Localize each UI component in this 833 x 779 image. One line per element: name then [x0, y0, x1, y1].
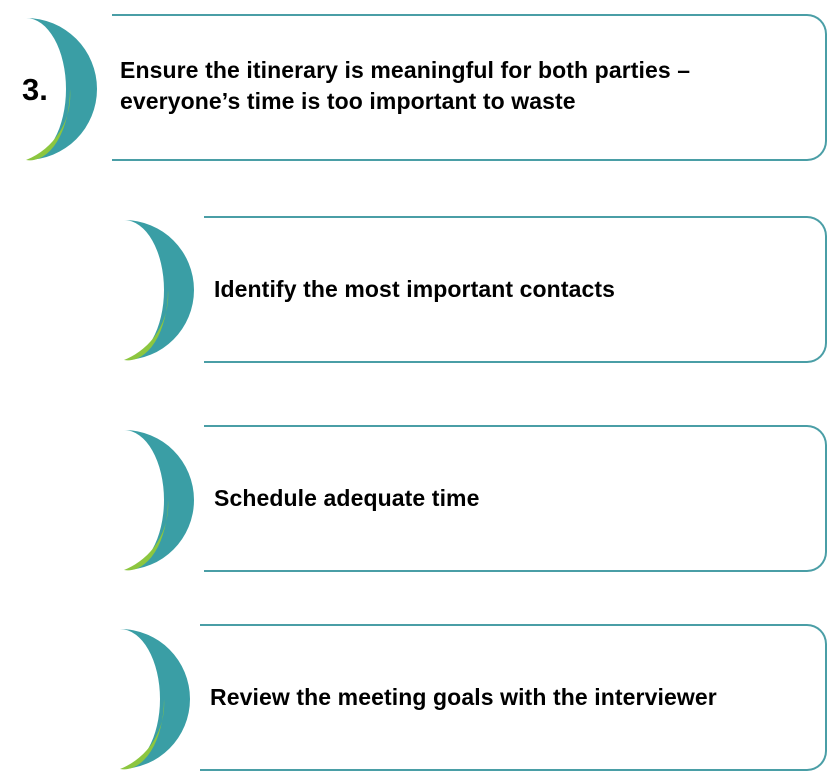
substep-text-line: Schedule adequate time [214, 485, 480, 511]
arc-bracket-icon [124, 430, 194, 571]
substep-text: Schedule adequate time [204, 483, 480, 514]
substep-box: Schedule adequate time [204, 425, 827, 572]
arc-bracket-icon [26, 18, 97, 161]
substep-text: Identify the most important contacts [204, 274, 615, 305]
step-text-line: Ensure the itinerary is meaningful for b… [120, 56, 691, 83]
step-box: Ensure the itinerary is meaningful for b… [112, 14, 827, 161]
substep-box: Review the meeting goals with the interv… [200, 624, 827, 771]
arc-bracket-icon [124, 220, 194, 361]
arc-bracket-icon [120, 629, 190, 770]
step-text: Ensure the itinerary is meaningful for b… [112, 55, 690, 117]
substep-box: Identify the most important contacts [204, 216, 827, 363]
substep-text-line: Identify the most important contacts [214, 276, 616, 302]
substep-text-line: Review the meeting goals with the interv… [210, 684, 717, 710]
step-number: 3. [22, 72, 48, 107]
substep-text: Review the meeting goals with the interv… [200, 682, 717, 713]
step-text-line: everyone’s time is too important to wast… [120, 87, 576, 114]
